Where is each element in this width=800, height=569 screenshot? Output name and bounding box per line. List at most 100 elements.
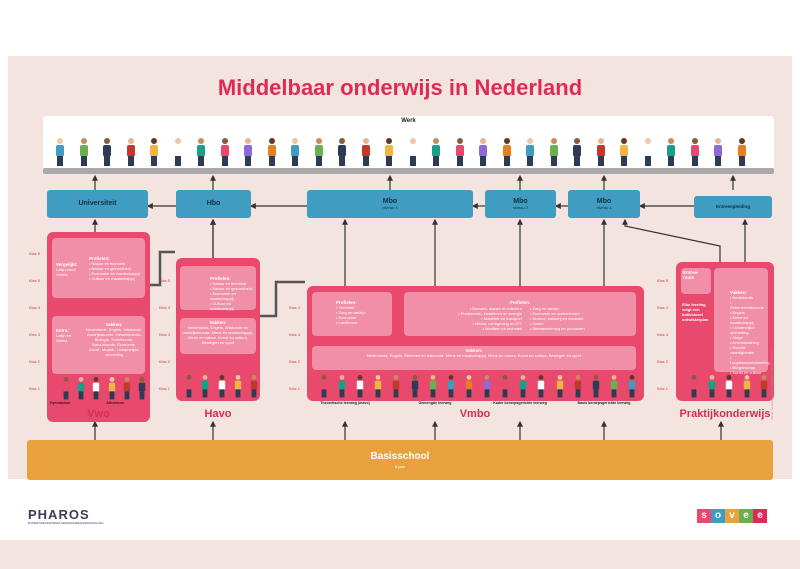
- student-figure: [483, 375, 491, 399]
- mbo2-label: Mbo: [513, 197, 528, 205]
- sovee-logo-letter: s: [697, 509, 711, 523]
- list-item: • Loopbaanontwikkeling: [730, 355, 770, 365]
- list-item: • Groen: [530, 321, 544, 326]
- klas-label: Klas 4: [288, 305, 300, 310]
- vwo-extra-title: Extra:: [56, 328, 69, 333]
- vmbo-onderbouw: Vakken: Nederlands, Engels, Rekenen en w…: [312, 346, 636, 370]
- list-item: • Natuur en techniek: [210, 281, 247, 286]
- list-item: • Natuur en gezondheid: [210, 286, 252, 291]
- vwo-profielen-title: Profielen:: [89, 256, 110, 261]
- worker-figure: [479, 138, 487, 168]
- pharos-logo-subtitle: EXPERTISECENTRUM GEZONDHEIDSVERSCHILLEN: [28, 521, 104, 525]
- pro-entree-route: Entree-route: [681, 268, 711, 294]
- vmbo-vakken-title: Vakken:: [465, 348, 483, 353]
- klas-label: Klas 4: [28, 305, 40, 310]
- klas-label: Klas 2: [656, 359, 668, 364]
- student-figure: [501, 375, 509, 399]
- worker-figure: [314, 138, 323, 168]
- klas-label: Klas 2: [28, 359, 40, 364]
- worker-figure: [338, 138, 346, 168]
- worker-figure: [455, 138, 464, 168]
- klas-label: Klas 1: [158, 386, 170, 391]
- list-item: • Cultuur en maatschappij: [89, 276, 135, 281]
- worker-figure: [173, 138, 182, 168]
- student-figure: [375, 375, 382, 399]
- student-figure: [218, 375, 225, 399]
- vwo-atheneum-label: Atheneum: [106, 401, 124, 405]
- list-item: • Arbeidstraining: [730, 340, 759, 345]
- werk-panel: [43, 116, 774, 172]
- klas-label: Klas 2: [288, 359, 300, 364]
- list-item: • Rekenen/wiskunde: [730, 300, 764, 310]
- arrow-vwo-havo-link: [150, 250, 175, 287]
- student-figure: [592, 375, 599, 399]
- vwo-name: Vwo: [87, 408, 110, 420]
- student-figure: [411, 375, 418, 399]
- vmbo-vakken-text: Nederlands, Engels, Rekenen en wiskunde,…: [367, 353, 581, 358]
- arrow-pro-mbo1: [622, 218, 721, 262]
- pharos-logo: PHAROS: [28, 507, 90, 522]
- worker-figure: [197, 138, 205, 168]
- worker-figure: [526, 138, 534, 168]
- klas-label: Klas 4: [656, 305, 668, 310]
- page-title: Middelbaar onderwijs in Nederland: [217, 75, 583, 100]
- havo-profielen-list: • Natuur en techniek• Natuur en gezondhe…: [210, 281, 252, 311]
- list-item: • Techniek: [336, 305, 355, 310]
- student-figure: [234, 375, 241, 399]
- vwo-vergelijkt-title: Vergelijkt:: [56, 262, 78, 267]
- havo-bovenbouw: Profielen: • Natuur en techniek• Natuur …: [180, 266, 256, 311]
- worker-figure: [549, 138, 558, 168]
- worker-figure: [502, 138, 511, 168]
- werk-label: Werk: [401, 118, 416, 124]
- student-figure: [108, 377, 115, 401]
- student-figure: [202, 375, 209, 399]
- worker-figure: [267, 138, 276, 168]
- vmbo-leerweg-tl: Theoretische leerweg (mavo): [320, 401, 370, 405]
- havo-vakken-text: Nederlands, Engels, Wiskunde en aardrijk…: [183, 325, 253, 345]
- worker-figure: [56, 138, 64, 168]
- student-figure: [610, 375, 618, 399]
- list-item: • Lichamelijke opvoeding: [730, 325, 755, 335]
- vmbo-tl-profielen: Profielen: • Techniek• Zorg en welzijn• …: [312, 292, 392, 336]
- pro-vakken-box: Vakken: • Nederlands• Rekenen/wiskunde• …: [714, 268, 770, 375]
- list-item: • Cultuur en maatschappij: [210, 301, 234, 311]
- box-hbo: Hbo: [176, 190, 251, 218]
- vwo-vakken-title: Vakken:: [105, 322, 123, 327]
- student-figure: [447, 375, 455, 399]
- list-item: • Engels: [730, 310, 745, 315]
- klas-label: Klas 1: [656, 386, 668, 391]
- vwo-extra-text: Latijn en Grieks: [56, 333, 72, 343]
- pro-leerling-text: Elke leerling volgt een individueel ontw…: [682, 302, 709, 322]
- student-figure: [123, 377, 130, 401]
- mbo1-label: Mbo: [596, 197, 612, 205]
- universiteit-label: Universiteit: [78, 200, 117, 208]
- side-note: Versie: november 2017. Illustraties: Pha…: [770, 349, 774, 420]
- list-item: • Nederlands: [730, 295, 753, 300]
- list-item: • Media, vormgeving en ICT: [472, 321, 522, 326]
- klas-label: Klas 5: [28, 278, 40, 283]
- list-item: • Economie en maatschappij: [89, 271, 140, 276]
- worker-figure: [432, 138, 440, 168]
- list-item: • Economie en maatschappij: [210, 291, 236, 301]
- list-item: • Burgerschap: [730, 365, 756, 370]
- klas-label: Klas 3: [28, 332, 40, 337]
- list-item: • Bouwen, wonen en interieur: [469, 306, 522, 311]
- basisschool-bar: [27, 440, 773, 480]
- klas-label: Klas 4: [158, 305, 170, 310]
- vwo-onderbouw: Extra: Latijn en Grieks Vakken: Nederlan…: [52, 316, 145, 374]
- student-figure: [93, 377, 100, 401]
- worker-figure: [573, 138, 581, 168]
- student-figure: [465, 375, 473, 399]
- mbo4-label: Mbo: [382, 197, 398, 205]
- worker-figure: [620, 138, 628, 168]
- list-item: • Natuur en gezondheid: [89, 266, 131, 271]
- list-item: • Economie en ondernemen: [530, 311, 580, 316]
- student-figure: [357, 375, 364, 399]
- klas-label: Klas 5: [656, 278, 668, 283]
- worker-figure: [103, 138, 111, 168]
- student-figure: [393, 375, 400, 399]
- student-figure: [628, 375, 636, 399]
- sovee-logo-letter: e: [739, 509, 753, 523]
- student-figure: [760, 375, 768, 399]
- vmbo-leerweg-kb: Kader beroepsgerichte leerweg: [493, 401, 547, 405]
